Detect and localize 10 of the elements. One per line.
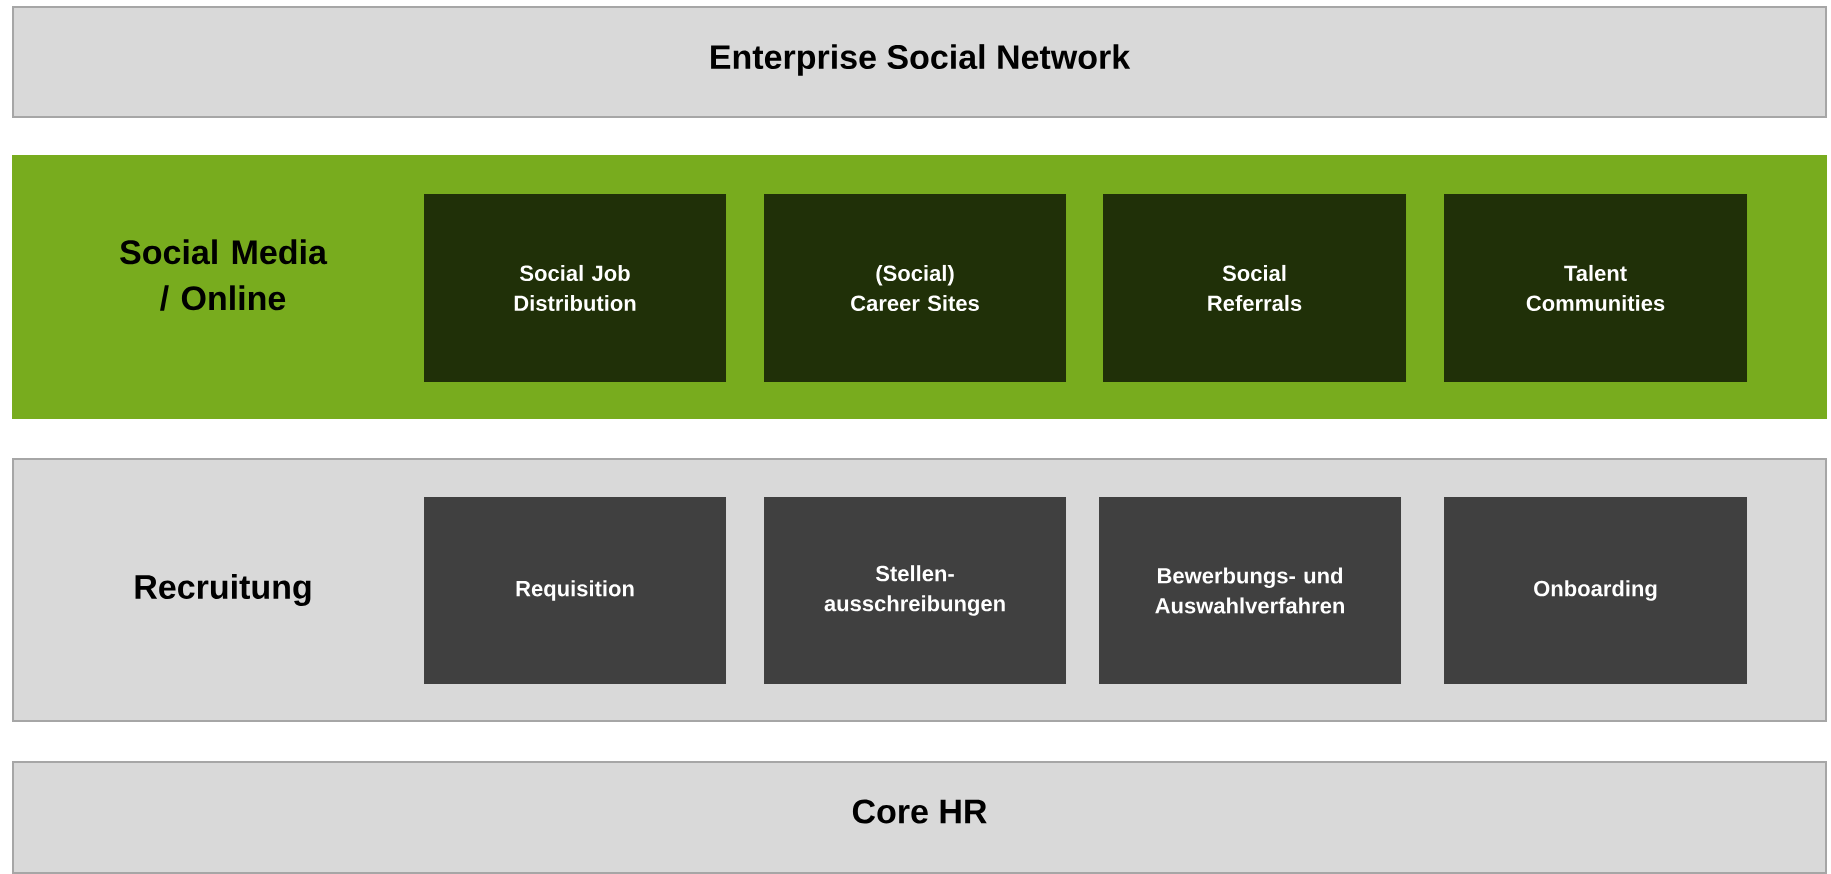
layer-band: Core HR — [12, 761, 1827, 874]
process-box: Social Job Distribution — [424, 194, 726, 382]
process-box: Bewerbungs- und Auswahlverfahren — [1099, 497, 1401, 684]
process-box: Requisition — [424, 497, 726, 684]
process-box: Onboarding — [1444, 497, 1747, 684]
process-box: (Social) Career Sites — [764, 194, 1066, 382]
process-box: Stellen- ausschreibungen — [764, 497, 1066, 684]
process-box: Social Referrals — [1103, 194, 1406, 382]
layer-band: Enterprise Social Network — [12, 6, 1827, 118]
process-box: Talent Communities — [1444, 194, 1747, 382]
